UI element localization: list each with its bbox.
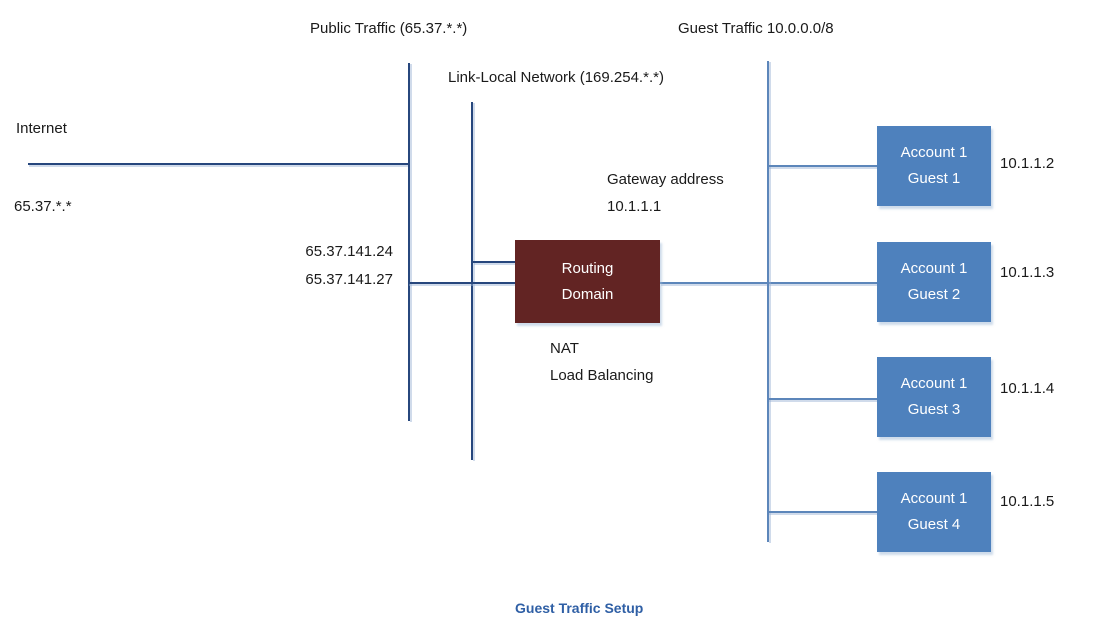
guest-1-account-label: Account 1	[900, 144, 968, 161]
public-traffic-label: Public Traffic (65.37.*.*)	[310, 20, 468, 37]
guest-3-account-label: Account 1	[900, 375, 968, 392]
link-local-to-routing-line	[473, 261, 515, 263]
guest-4-account-label: Account 1	[900, 490, 968, 507]
public-to-routing-line	[408, 282, 515, 284]
gateway-address-label: Gateway address	[607, 171, 724, 188]
guest-box-3: Account 1 Guest 3	[877, 357, 991, 437]
guest-2-account-label: Account 1	[900, 260, 968, 277]
guest-box-2: Account 1 Guest 2	[877, 242, 991, 322]
load-balancing-label: Load Balancing	[550, 367, 654, 384]
guest-1-name-label: Guest 1	[907, 170, 961, 187]
guest-traffic-bus-line	[767, 61, 769, 542]
nat-label: NAT	[550, 340, 579, 357]
routing-domain-label-line1: Routing	[561, 259, 614, 277]
bus-to-guest4-line	[768, 511, 877, 513]
public-ip-1-label: 65.37.141.24	[305, 243, 393, 260]
guest-1-ip-label: 10.1.1.2	[1000, 155, 1055, 172]
internet-label: Internet	[16, 120, 67, 137]
link-local-network-label: Link-Local Network (169.254.*.*)	[448, 69, 664, 86]
guest-box-1: Account 1 Guest 1	[877, 126, 991, 206]
guest-2-ip-label: 10.1.1.3	[1000, 264, 1055, 281]
internet-line	[28, 163, 409, 165]
guest-box-4: Account 1 Guest 4	[877, 472, 991, 552]
routing-domain-box: Routing Domain	[515, 240, 660, 323]
guest-3-name-label: Guest 3	[907, 401, 961, 418]
gateway-ip-label: 10.1.1.1	[607, 198, 662, 215]
internet-ip-label: 65.37.*.*	[14, 198, 72, 215]
diagram-caption: Guest Traffic Setup	[515, 600, 644, 616]
guest-traffic-label: Guest Traffic 10.0.0.0/8	[678, 20, 834, 37]
bus-to-guest1-line	[768, 165, 877, 167]
guest-4-name-label: Guest 4	[907, 516, 961, 533]
guest-4-ip-label: 10.1.1.5	[1000, 493, 1055, 510]
bus-to-guest3-line	[768, 398, 877, 400]
guest-2-name-label: Guest 2	[907, 286, 961, 303]
guest-3-ip-label: 10.1.1.4	[1000, 380, 1055, 397]
public-ip-2-label: 65.37.141.27	[305, 271, 393, 288]
public-traffic-bus-line	[408, 63, 410, 421]
routing-domain-label-line2: Domain	[561, 285, 614, 303]
link-local-bus-line	[471, 102, 473, 460]
